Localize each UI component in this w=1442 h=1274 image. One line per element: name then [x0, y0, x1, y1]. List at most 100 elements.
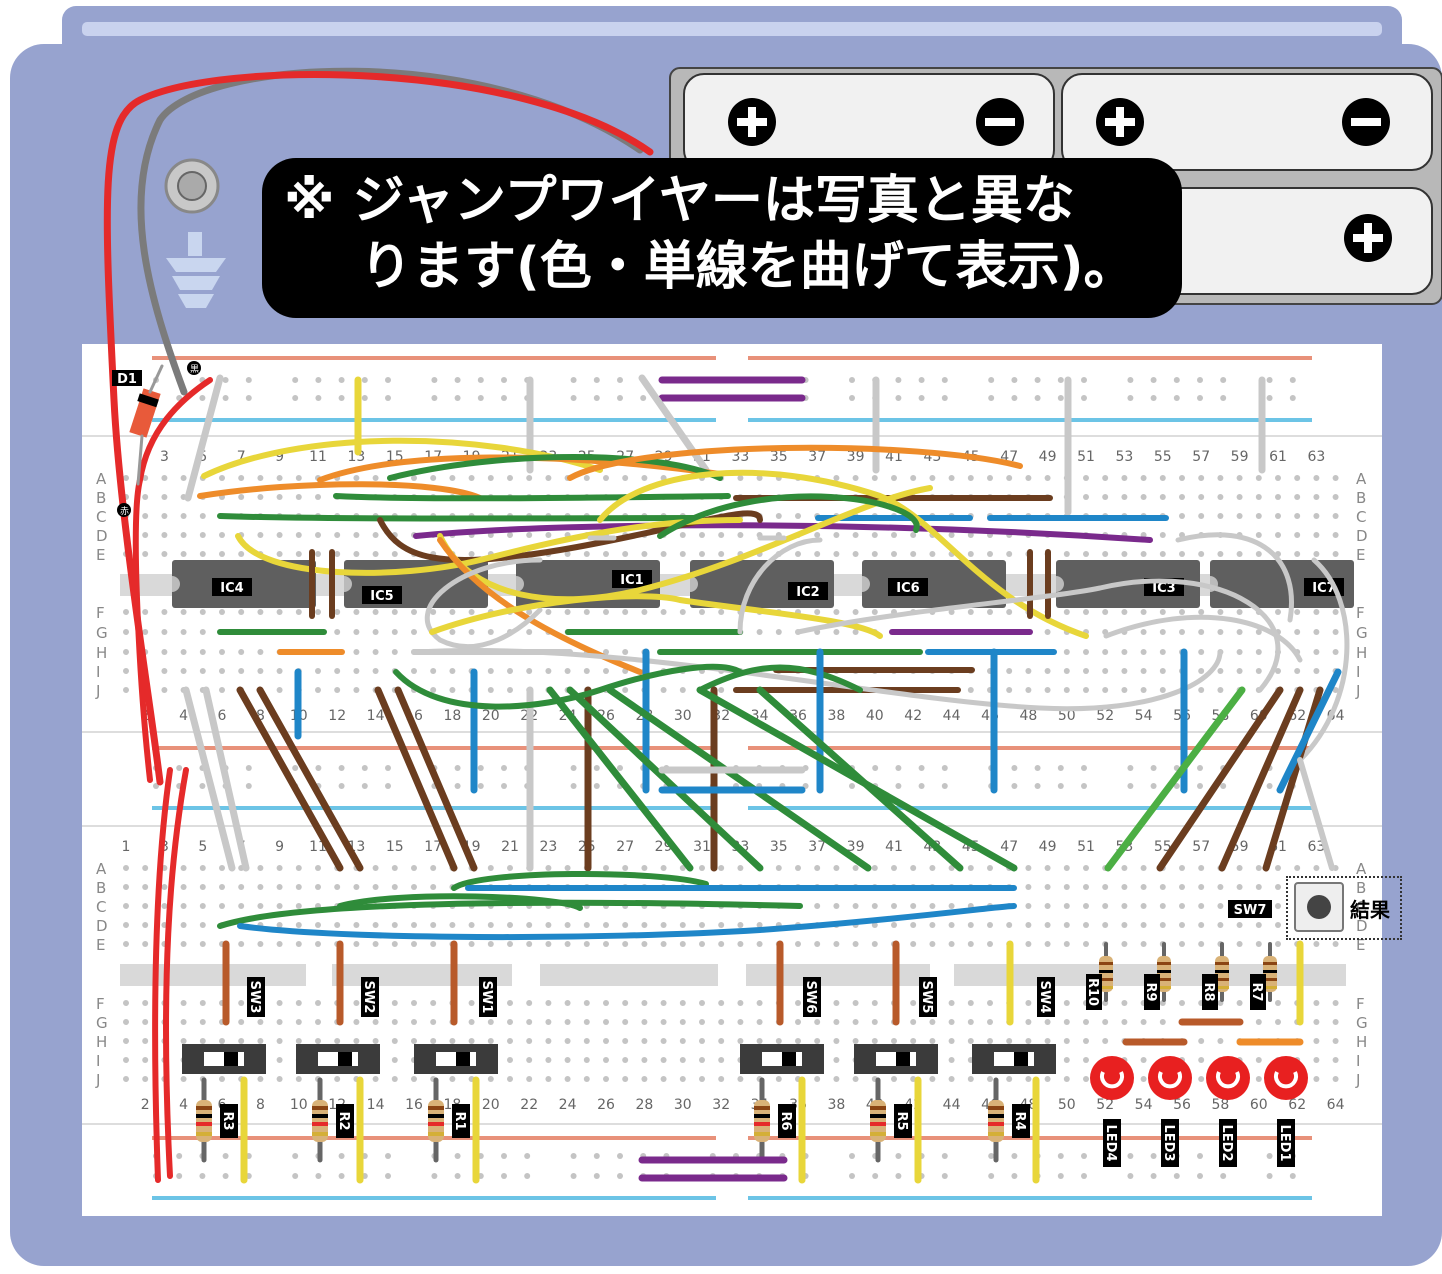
- resistor-label: R1: [452, 1104, 470, 1138]
- column-number: 54: [1135, 1097, 1153, 1113]
- jumper-wire: [217, 513, 703, 522]
- column-number: 44: [943, 708, 961, 724]
- column-number: 32: [712, 1097, 730, 1113]
- ic-chip: [862, 560, 1006, 608]
- jumper-wire: [1104, 686, 1246, 872]
- row-letter: C: [1356, 508, 1366, 526]
- column-number: 38: [827, 708, 845, 724]
- led-label: LED1: [1277, 1119, 1295, 1167]
- jumper-wire: [235, 517, 743, 576]
- column-number: 2: [141, 1097, 150, 1113]
- column-number: 50: [1058, 1097, 1076, 1113]
- column-number: 4: [179, 1097, 188, 1113]
- jumper-wire: [413, 522, 1153, 543]
- svg-text:SW7: SW7: [1234, 903, 1267, 918]
- row-letter: D: [96, 527, 108, 545]
- row-letter: F: [96, 995, 105, 1013]
- column-number: 30: [674, 1097, 692, 1113]
- row-letter: C: [1356, 898, 1366, 916]
- column-number: 1: [122, 839, 131, 855]
- svg-text:IC7: IC7: [1312, 581, 1335, 596]
- led: [1206, 1056, 1250, 1100]
- row-letter: B: [1356, 879, 1366, 897]
- column-number: 33: [731, 449, 749, 465]
- svg-text:IC5: IC5: [370, 589, 393, 604]
- row-letter: A: [96, 470, 107, 488]
- column-number: 57: [1192, 839, 1210, 855]
- column-number: 24: [559, 1097, 577, 1113]
- red-mark-text: 赤: [120, 506, 129, 517]
- svg-text:R1: R1: [452, 1111, 467, 1130]
- column-number: 50: [1058, 708, 1076, 724]
- svg-text:R6: R6: [778, 1111, 793, 1130]
- jumper-wire: [756, 686, 964, 872]
- resistor-label: R6: [778, 1104, 796, 1138]
- diode-lead: [148, 364, 164, 394]
- jumper-wire: [424, 557, 543, 650]
- column-number: 59: [1231, 449, 1249, 465]
- jumper-wire: [217, 899, 803, 929]
- jumper-wire: [567, 444, 1023, 481]
- column-number: 58: [1211, 1097, 1229, 1113]
- column-number: 62: [1288, 1097, 1306, 1113]
- column-number: 5: [198, 839, 207, 855]
- column-number: 56: [1173, 1097, 1191, 1113]
- center-channel: [540, 964, 718, 986]
- push-button[interactable]: [1294, 882, 1344, 932]
- column-number: 8: [256, 1097, 265, 1113]
- notice-line-1: ※ ジャンプワイヤーは写真と異な: [284, 171, 1075, 231]
- ic-label: IC1: [612, 570, 652, 588]
- column-number: 27: [616, 839, 634, 855]
- svg-text:SW4: SW4: [1037, 981, 1052, 1014]
- svg-text:IC1: IC1: [620, 573, 643, 588]
- column-number: 35: [770, 449, 788, 465]
- resistor: [196, 1100, 212, 1142]
- frame-slot: [82, 22, 1382, 36]
- switch-label: SW1: [479, 977, 497, 1017]
- column-number: 44: [943, 1097, 961, 1113]
- column-number: 7: [237, 449, 246, 465]
- column-number: 39: [847, 449, 865, 465]
- svg-text:SW1: SW1: [479, 981, 494, 1014]
- row-letter: J: [95, 1071, 100, 1089]
- row-letter: A: [96, 860, 107, 878]
- column-number: 63: [1307, 839, 1325, 855]
- row-letter: D: [96, 917, 108, 935]
- jumper-wire: [437, 485, 933, 603]
- led: [1264, 1056, 1308, 1100]
- svg-text:R3: R3: [220, 1111, 235, 1130]
- row-letter: J: [95, 682, 100, 700]
- column-number: 16: [405, 1097, 423, 1113]
- switch-label: SW6: [803, 977, 821, 1017]
- jumper-wire: [163, 767, 189, 1179]
- ic-label: IC5: [362, 586, 402, 604]
- resistor-label: R10: [1085, 974, 1102, 1010]
- jumper-wire: [1218, 686, 1304, 872]
- row-letter: H: [1356, 1033, 1367, 1051]
- column-number: 37: [808, 839, 826, 855]
- svg-text:SW2: SW2: [361, 981, 376, 1014]
- row-letter: B: [96, 879, 106, 897]
- column-number: 55: [1154, 449, 1172, 465]
- jumper-wire: [1297, 557, 1350, 763]
- diode-label: D1: [112, 370, 142, 387]
- jumper-wire: [1175, 532, 1294, 623]
- column-number: 57: [1192, 449, 1210, 465]
- svg-text:R4: R4: [1012, 1111, 1027, 1130]
- column-number: 48: [1019, 708, 1037, 724]
- jumper-wire: [1156, 686, 1284, 872]
- jumper-wire: [657, 493, 920, 539]
- resistor-label: R9: [1143, 974, 1160, 1010]
- jumper-wire: [256, 686, 364, 872]
- ic-label: IC2: [788, 582, 828, 600]
- row-letter: E: [1356, 936, 1365, 954]
- jumper-wire: [393, 663, 743, 710]
- center-channel: [746, 964, 930, 986]
- column-number: 9: [275, 839, 284, 855]
- jumper-wire: [152, 767, 173, 1183]
- column-number: 47: [1000, 839, 1018, 855]
- svg-text:R2: R2: [336, 1111, 351, 1130]
- row-letter: A: [1356, 860, 1367, 878]
- svg-text:IC6: IC6: [896, 581, 919, 596]
- column-number: 17: [424, 839, 442, 855]
